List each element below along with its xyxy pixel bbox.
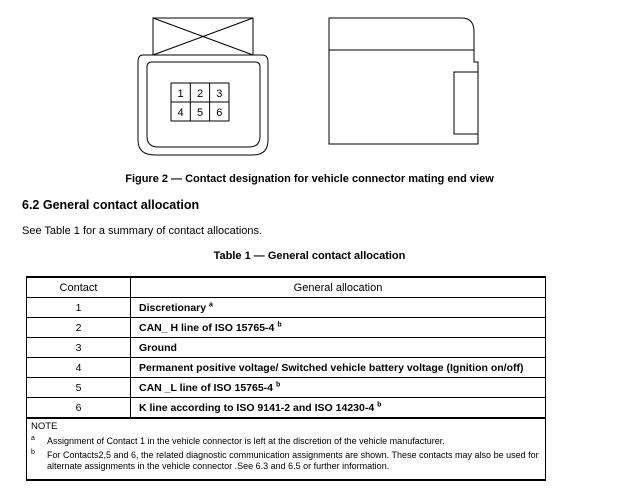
table-caption: Table 1 — General contact allocation bbox=[213, 250, 406, 262]
allocation-text: Permanent positive voltage/ Switched veh… bbox=[139, 361, 524, 374]
table-row: 5 CAN _L line of ISO 15765-4 b bbox=[26, 377, 546, 398]
pin-label: 4 bbox=[178, 107, 184, 119]
allocation-text: CAN _L line of ISO 15765-4 bbox=[139, 381, 274, 394]
footnote: a Assignment of Contact 1 in the vehicle… bbox=[31, 435, 541, 447]
allocation-cell: CAN_ H line of ISO 15765-4 b bbox=[130, 317, 546, 338]
note-label: NOTE bbox=[31, 421, 58, 432]
pin-label: 6 bbox=[216, 107, 222, 119]
contact-cell: 4 bbox=[26, 357, 131, 378]
contact-allocation-table: Contact General allocation 1 Discretiona… bbox=[26, 276, 546, 481]
contact-cell: 6 bbox=[26, 397, 131, 419]
pin-label: 2 bbox=[197, 88, 203, 100]
footnote-ref: a bbox=[209, 301, 213, 308]
table-row: 3 Ground bbox=[26, 337, 546, 358]
pin-label: 5 bbox=[197, 107, 203, 119]
connector-side-view bbox=[328, 17, 479, 145]
connector-front-view bbox=[137, 17, 269, 156]
contact-cell: 5 bbox=[26, 377, 131, 398]
footnote-mark: a bbox=[31, 435, 35, 442]
footnote-ref: b bbox=[377, 401, 382, 408]
allocation-text: CAN_ H line of ISO 15765-4 bbox=[139, 321, 275, 334]
allocation-cell: K line according to ISO 9141-2 and ISO 1… bbox=[130, 397, 546, 419]
latch-cross-line bbox=[152, 17, 254, 56]
table-header-row: Contact General allocation bbox=[26, 276, 546, 298]
footnote-ref: b bbox=[277, 321, 282, 328]
contact-cell: 3 bbox=[26, 337, 131, 358]
footnote-text: Assignment of Contact 1 in the vehicle c… bbox=[47, 436, 445, 446]
allocation-text: Ground bbox=[139, 341, 177, 354]
section-heading: 6.2 General contact allocation bbox=[22, 198, 200, 212]
table-row: 6 K line according to ISO 9141-2 and ISO… bbox=[26, 397, 546, 419]
side-body bbox=[328, 17, 479, 145]
side-latch bbox=[453, 71, 479, 135]
contact-cell: 1 bbox=[26, 297, 131, 318]
header-contact: Contact bbox=[26, 276, 131, 298]
footnote: b For Contacts2,5 and 6, the related dia… bbox=[31, 449, 541, 472]
allocation-cell: Permanent positive voltage/ Switched veh… bbox=[130, 357, 546, 378]
allocation-cell: Discretionary a bbox=[130, 297, 546, 318]
allocation-text: Discretionary bbox=[139, 301, 207, 314]
allocation-cell: Ground bbox=[130, 337, 546, 358]
footnote-ref: b bbox=[275, 381, 281, 388]
table-notes: NOTE a Assignment of Contact 1 in the ve… bbox=[26, 417, 546, 481]
figure-caption: Figure 2 — Contact designation for vehic… bbox=[125, 173, 494, 185]
table-row: 4 Permanent positive voltage/ Switched v… bbox=[26, 357, 546, 378]
table-row: 2 CAN_ H line of ISO 15765-4 b bbox=[26, 317, 546, 338]
contact-cell: 2 bbox=[26, 317, 131, 338]
pin-label: 3 bbox=[216, 88, 222, 100]
footnote-text: For Contacts2,5 and 6, the related diagn… bbox=[47, 450, 539, 471]
pin-label: 1 bbox=[178, 88, 184, 100]
allocation-cell: CAN _L line of ISO 15765-4 b bbox=[130, 377, 546, 398]
intro-paragraph: See Table 1 for a summary of contact all… bbox=[22, 225, 263, 237]
table-notes-row: NOTE a Assignment of Contact 1 in the ve… bbox=[26, 417, 546, 481]
connector-figure: 1 2 3 4 5 6 bbox=[137, 17, 479, 156]
footnote-mark: b bbox=[31, 449, 35, 456]
header-allocation: General allocation bbox=[130, 276, 546, 298]
connector-inner-body bbox=[146, 61, 261, 148]
table-row: 1 Discretionary a bbox=[26, 297, 546, 318]
connector-outer-body bbox=[137, 54, 269, 156]
allocation-text: K line according to ISO 9141-2 and ISO 1… bbox=[139, 401, 375, 414]
